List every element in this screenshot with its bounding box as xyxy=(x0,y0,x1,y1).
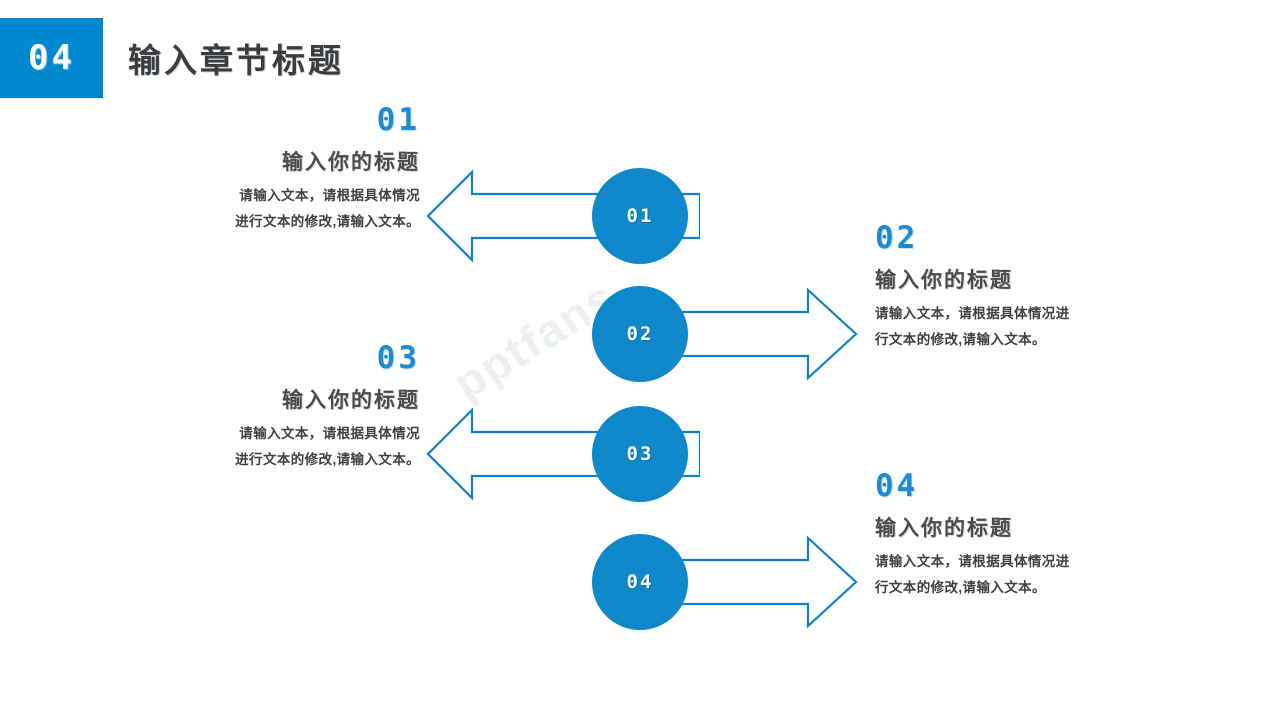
step-marker-2[interactable]: 02 xyxy=(592,286,688,382)
arrow-right-4 xyxy=(660,522,940,642)
arrow-right-2 xyxy=(660,274,940,394)
item-body-2: 请输入文本，请根据具体情况进 行文本的修改,请输入文本。 xyxy=(875,301,1205,354)
section-number-badge: 04 xyxy=(0,18,103,98)
item-number-1: 01 xyxy=(376,102,420,138)
step-marker-1[interactable]: 01 xyxy=(592,168,688,264)
item-number-3: 03 xyxy=(376,340,420,376)
item-textblock-2: 02 输入你的标题 请输入文本，请根据具体情况进 行文本的修改,请输入文本。 xyxy=(875,222,1205,353)
item-body-line-2a: 请输入文本，请根据具体情况进 xyxy=(875,305,1070,321)
item-textblock-3: 03 输入你的标题 请输入文本，请根据具体情况 进行文本的修改,请输入文本。 xyxy=(90,342,420,473)
item-body-line-3b: 进行文本的修改,请输入文本。 xyxy=(235,451,420,467)
item-body-line-4b: 行文本的修改,请输入文本。 xyxy=(875,579,1046,595)
item-body-line-1a: 请输入文本，请根据具体情况 xyxy=(239,187,420,203)
item-textblock-1: 01 输入你的标题 请输入文本，请根据具体情况 进行文本的修改,请输入文本。 xyxy=(90,104,420,235)
page-title: 输入章节标题 xyxy=(128,42,344,79)
process-row-2: 02 输入你的标题 请输入文本，请根据具体情况进 行文本的修改,请输入文本。 0… xyxy=(0,222,1280,394)
item-title-1: 输入你的标题 xyxy=(282,150,420,174)
item-title-4: 输入你的标题 xyxy=(875,516,1013,540)
slide-header: 04 输入章节标题 xyxy=(0,18,1280,98)
item-title-2: 输入你的标题 xyxy=(875,268,1013,292)
item-number-2: 02 xyxy=(875,220,919,256)
item-body-line-2b: 行文本的修改,请输入文本。 xyxy=(875,331,1046,347)
item-textblock-4: 04 输入你的标题 请输入文本，请根据具体情况进 行文本的修改,请输入文本。 xyxy=(875,470,1205,601)
item-body-line-3a: 请输入文本，请根据具体情况 xyxy=(239,425,420,441)
step-marker-label-2: 02 xyxy=(626,323,654,345)
item-body-1: 请输入文本，请根据具体情况 进行文本的修改,请输入文本。 xyxy=(90,183,420,236)
step-marker-3[interactable]: 03 xyxy=(592,406,688,502)
item-title-3: 输入你的标题 xyxy=(282,388,420,412)
item-body-4: 请输入文本，请根据具体情况进 行文本的修改,请输入文本。 xyxy=(875,549,1205,602)
process-row-1: 01 输入你的标题 请输入文本，请根据具体情况 进行文本的修改,请输入文本。 0… xyxy=(0,104,1280,276)
step-marker-label-4: 04 xyxy=(626,571,654,593)
item-body-line-1b: 进行文本的修改,请输入文本。 xyxy=(235,213,420,229)
process-row-3: 03 输入你的标题 请输入文本，请根据具体情况 进行文本的修改,请输入文本。 0… xyxy=(0,342,1280,514)
section-number-text: 04 xyxy=(28,38,75,78)
process-row-4: 04 输入你的标题 请输入文本，请根据具体情况进 行文本的修改,请输入文本。 0… xyxy=(0,470,1280,642)
item-body-3: 请输入文本，请根据具体情况 进行文本的修改,请输入文本。 xyxy=(90,421,420,474)
step-marker-label-3: 03 xyxy=(626,443,654,465)
step-marker-4[interactable]: 04 xyxy=(592,534,688,630)
item-number-4: 04 xyxy=(875,468,919,504)
item-body-line-4a: 请输入文本，请根据具体情况进 xyxy=(875,553,1070,569)
step-marker-label-1: 01 xyxy=(626,205,654,227)
